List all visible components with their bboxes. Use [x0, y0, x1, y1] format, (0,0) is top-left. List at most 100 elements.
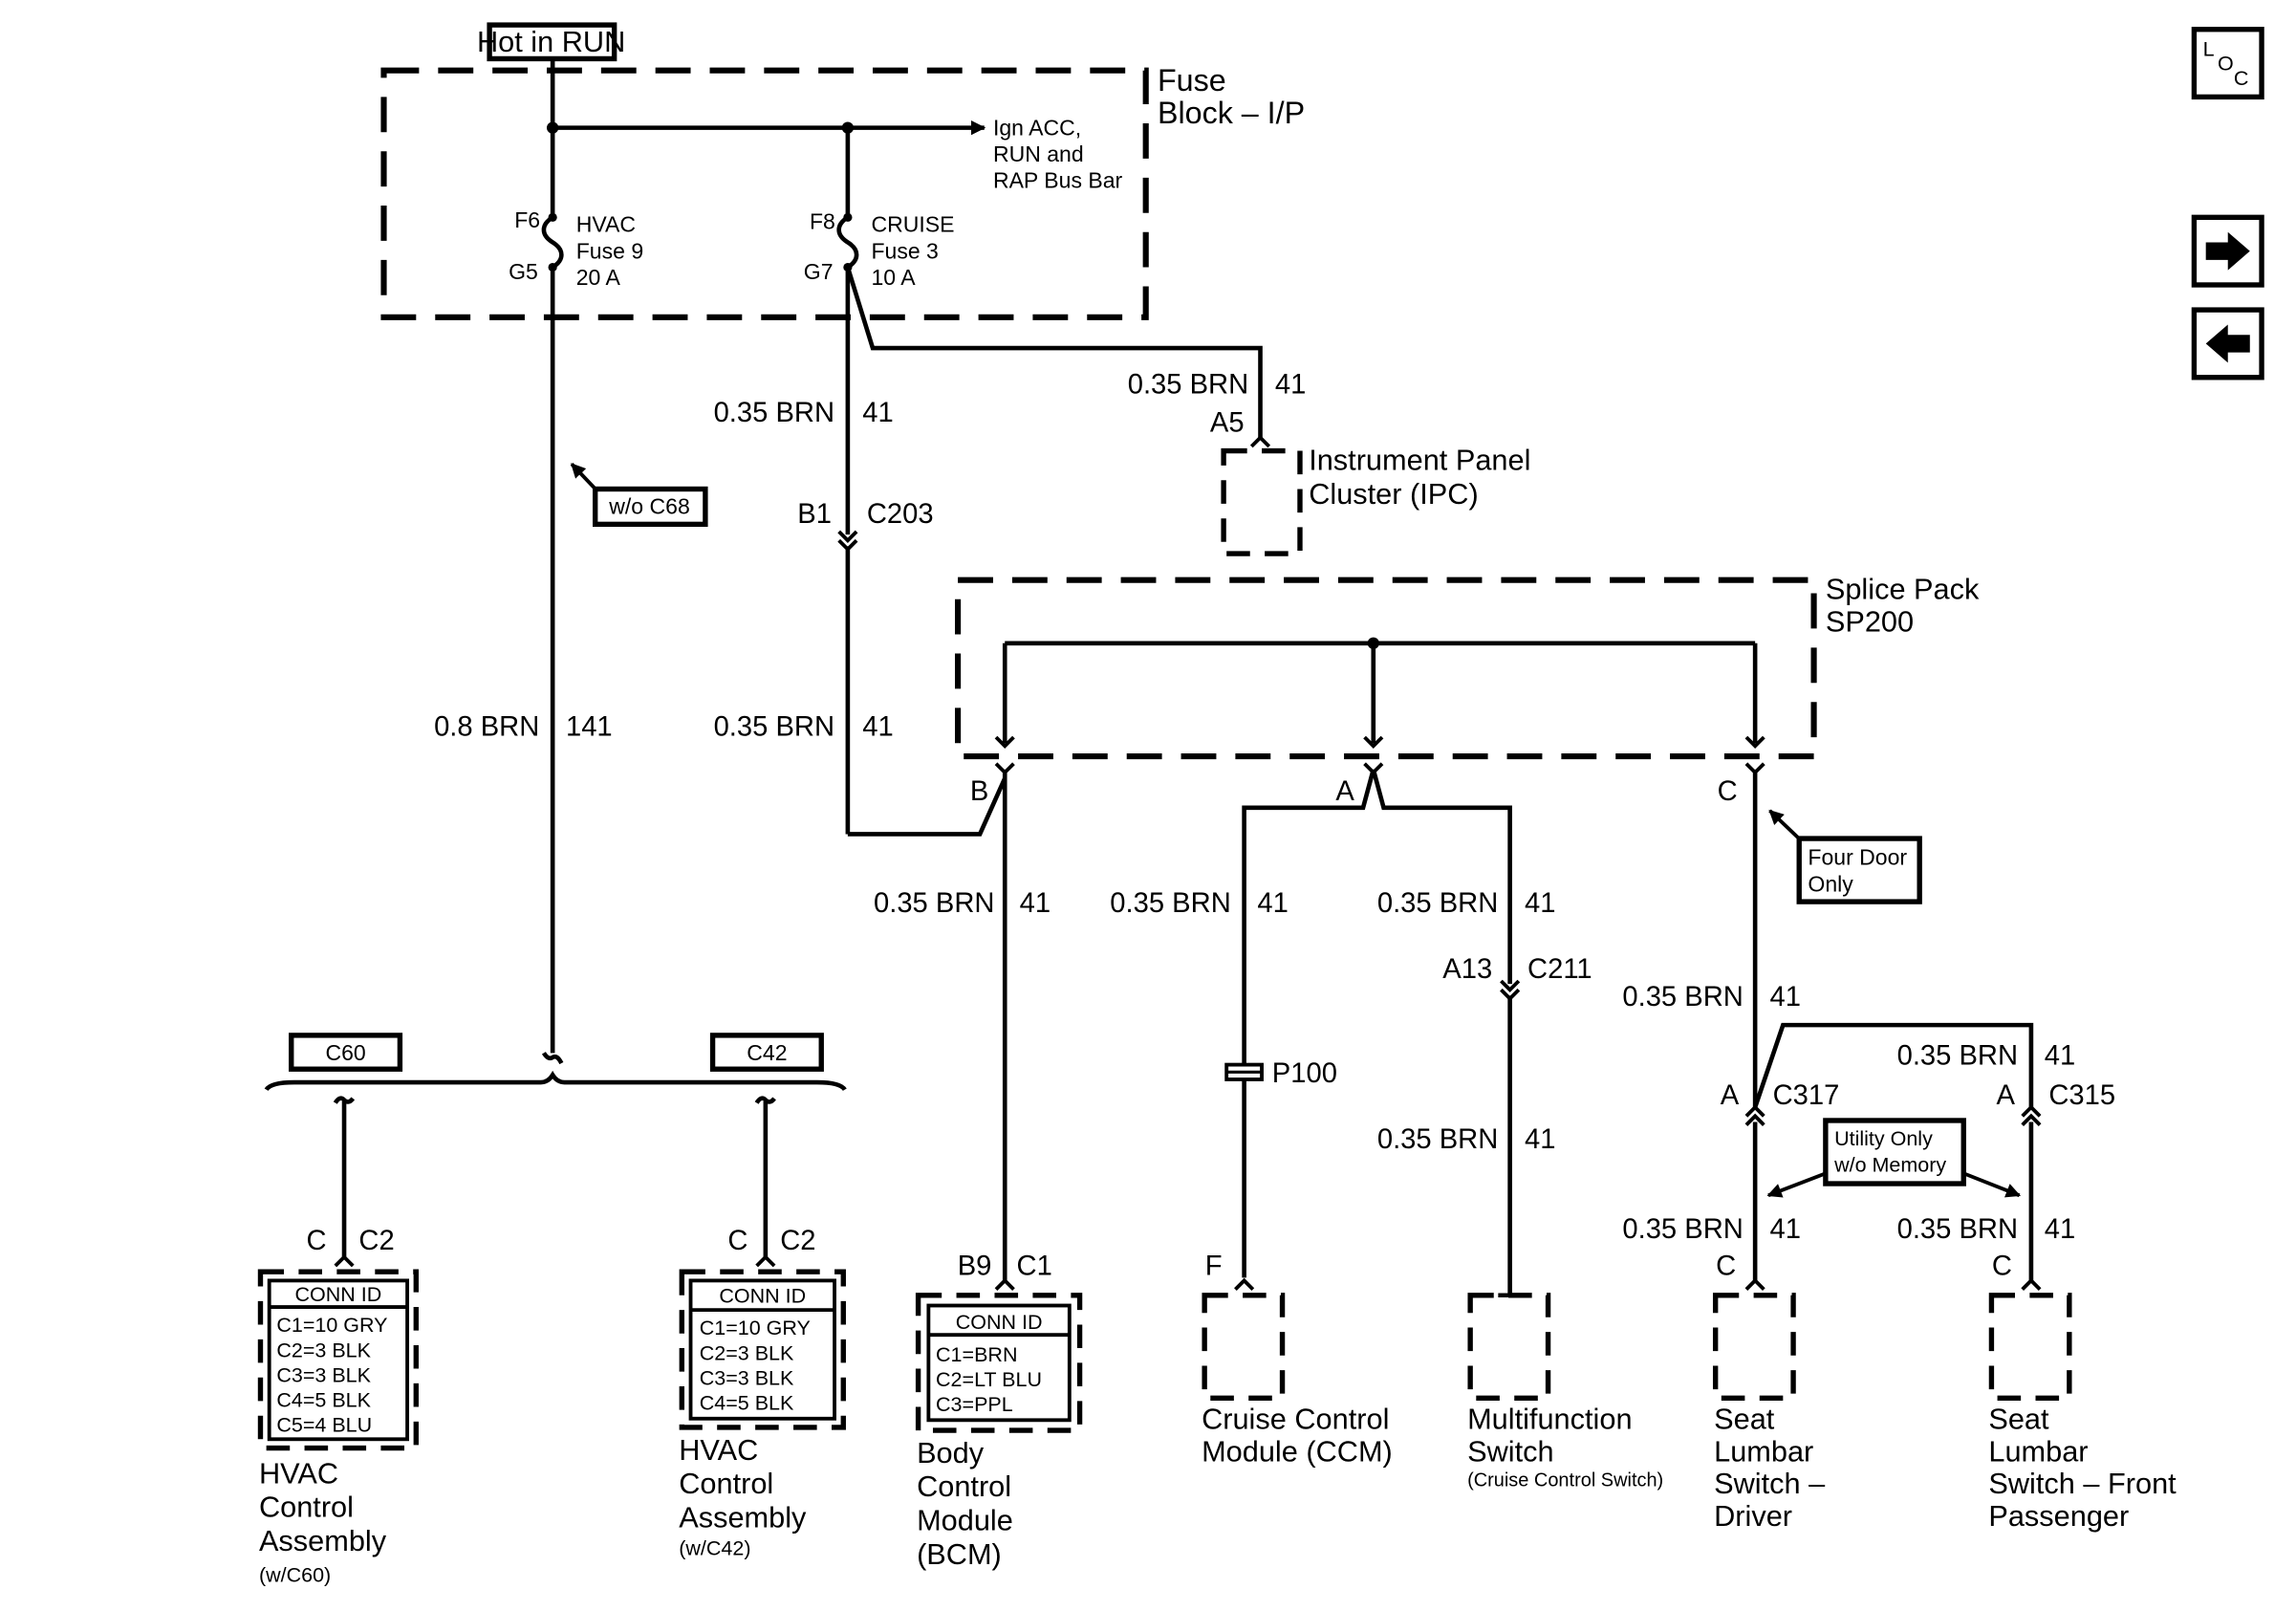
svg-text:Driver: Driver	[1714, 1499, 1792, 1533]
wire-41-mfs-lower-gauge: 0.35 BRN	[1377, 1124, 1498, 1155]
svg-text:Instrument Panel: Instrument Panel	[1309, 444, 1530, 477]
wire-141-circuit: 141	[566, 712, 613, 743]
svg-text:O: O	[2218, 53, 2234, 76]
svg-text:C2: C2	[780, 1226, 815, 1256]
fuse-block-boundary	[380, 67, 1149, 320]
svg-text:(BCM): (BCM)	[917, 1537, 1002, 1571]
svg-text:L: L	[2203, 37, 2215, 60]
svg-text:CONN ID: CONN ID	[719, 1284, 806, 1307]
wire-41-seat-gauge: 0.35 BRN	[1622, 982, 1743, 1012]
c211-connector: A13 C211	[1442, 954, 1592, 1002]
splice-pin-a: A	[1335, 776, 1354, 807]
svg-text:Cruise Control: Cruise Control	[1202, 1403, 1389, 1436]
svg-text:C2=LT BLU: C2=LT BLU	[936, 1368, 1042, 1391]
svg-text:B1: B1	[797, 499, 832, 530]
svg-text:C42: C42	[747, 1040, 787, 1065]
instrument-panel-cluster: Instrument Panel Cluster (IPC)	[1221, 444, 1530, 556]
svg-text:C3=PPL: C3=PPL	[936, 1393, 1013, 1416]
svg-text:Control: Control	[917, 1469, 1011, 1503]
splice-pin-b: B	[970, 776, 988, 807]
arrow-right-icon[interactable]	[2191, 214, 2264, 288]
svg-text:Module (CCM): Module (CCM)	[1202, 1434, 1393, 1468]
svg-text:C: C	[1992, 1251, 2012, 1281]
p100-connector: P100	[1224, 1058, 1337, 1089]
splice-pack-title: Splice Pack	[1826, 573, 1980, 606]
svg-text:(w/C60): (w/C60)	[259, 1563, 331, 1586]
four-door-note: Four Door Only	[1796, 836, 1922, 904]
svg-text:Cluster (IPC): Cluster (IPC)	[1309, 477, 1479, 511]
svg-text:A: A	[1721, 1080, 1740, 1111]
loc-icon[interactable]: L O C	[2191, 27, 2264, 100]
svg-text:CONN ID: CONN ID	[295, 1283, 382, 1306]
wire-41-seat-circuit: 41	[1769, 982, 1800, 1012]
bus-bar-label: Ign ACC,	[993, 115, 1081, 140]
wire-41-upper-circuit: 41	[862, 398, 893, 428]
svg-text:C: C	[2234, 67, 2249, 90]
svg-text:Switch –: Switch –	[1714, 1467, 1826, 1500]
svg-text:HVAC: HVAC	[259, 1456, 338, 1490]
svg-text:C2: C2	[358, 1226, 394, 1256]
wire-41-mid-circuit: 41	[862, 712, 893, 743]
svg-text:Only: Only	[1808, 871, 1853, 896]
wire-41-ipc-circuit: 41	[1275, 370, 1306, 401]
svg-text:(Cruise Control Switch): (Cruise Control Switch)	[1467, 1469, 1663, 1491]
svg-text:C2=3 BLK: C2=3 BLK	[276, 1339, 371, 1361]
svg-text:C3=3 BLK: C3=3 BLK	[700, 1366, 794, 1389]
wire-41-driver-lower-gauge: 0.35 BRN	[1622, 1214, 1743, 1245]
svg-text:Fuse 9: Fuse 9	[576, 238, 643, 263]
svg-text:B9: B9	[958, 1251, 992, 1281]
svg-text:Hot in RUN: Hot in RUN	[477, 25, 625, 58]
svg-text:C1=BRN: C1=BRN	[936, 1343, 1017, 1366]
c317-connector: A C317	[1721, 1080, 1840, 1126]
c203-connector: B1 C203	[797, 499, 934, 553]
svg-text:C5=4 BLU: C5=4 BLU	[276, 1414, 372, 1437]
wire-41-passenger-circuit: 41	[2045, 1041, 2075, 1072]
svg-text:Utility Only: Utility Only	[1834, 1127, 1933, 1150]
fuse-block-title-2: Block – I/P	[1158, 96, 1305, 130]
svg-text:HVAC: HVAC	[576, 212, 636, 237]
svg-text:A13: A13	[1442, 954, 1492, 985]
svg-text:C: C	[727, 1226, 747, 1256]
svg-text:F: F	[1205, 1251, 1223, 1281]
svg-text:Lumbar: Lumbar	[1988, 1434, 2088, 1468]
splice-pack-boundary	[955, 577, 1817, 760]
wire-41-ccm-gauge: 0.35 BRN	[1110, 888, 1230, 919]
svg-text:10 A: 10 A	[871, 265, 916, 290]
arrow-left-icon[interactable]	[2191, 307, 2264, 381]
svg-text:Seat: Seat	[1714, 1403, 1775, 1436]
wo-c68-note: w/o C68	[593, 486, 708, 528]
bus-bar-label-2: RUN and	[993, 142, 1084, 166]
svg-text:C203: C203	[867, 499, 934, 530]
body-control-module: B9 C1 CONN ID C1=BRN C2=LT BLU C3=PPL Bo…	[915, 1251, 1083, 1571]
wire-41-bcm-circuit: 41	[1020, 888, 1051, 919]
svg-text:Multifunction: Multifunction	[1467, 1403, 1632, 1436]
splice-pack-title-2: SP200	[1826, 604, 1914, 638]
hvac-fuse: F6 G5 HVAC Fuse 9 20 A	[509, 207, 643, 290]
cruise-control-module: F Cruise Control Module (CCM)	[1202, 1251, 1393, 1468]
svg-text:C1=10 GRY: C1=10 GRY	[276, 1314, 387, 1337]
wire-41-passenger-lower-gauge: 0.35 BRN	[1897, 1214, 2018, 1245]
splice-pin-c: C	[1718, 776, 1738, 807]
wire-41-mfs-gauge: 0.35 BRN	[1377, 888, 1498, 919]
utility-arrow-right	[1962, 1171, 2022, 1198]
hvac-control-assembly-c60: C C2 CONN ID C1=10 GRY C2=3 BLK C3=3 BLK…	[257, 1226, 419, 1586]
svg-text:F6: F6	[514, 207, 540, 232]
svg-text:G7: G7	[804, 259, 834, 284]
svg-text:Module: Module	[917, 1504, 1013, 1537]
bus-bar-label-3: RAP Bus Bar	[993, 168, 1123, 193]
svg-text:CRUISE: CRUISE	[871, 212, 954, 237]
svg-text:Switch: Switch	[1467, 1434, 1553, 1468]
svg-text:C2=3 BLK: C2=3 BLK	[700, 1341, 794, 1364]
wire-41-passenger-lower-circuit: 41	[2045, 1214, 2075, 1245]
svg-text:C211: C211	[1527, 954, 1592, 985]
svg-text:C4=5 BLK: C4=5 BLK	[700, 1392, 794, 1415]
svg-text:C3=3 BLK: C3=3 BLK	[276, 1363, 371, 1386]
svg-text:w/o C68: w/o C68	[608, 494, 690, 519]
svg-text:Passenger: Passenger	[1988, 1499, 2129, 1533]
svg-text:C317: C317	[1773, 1080, 1840, 1111]
svg-text:C: C	[1716, 1251, 1736, 1281]
svg-text:Assembly: Assembly	[259, 1524, 387, 1557]
utility-arrow-left	[1766, 1171, 1827, 1198]
wire-41-driver-lower-circuit: 41	[1769, 1214, 1800, 1245]
